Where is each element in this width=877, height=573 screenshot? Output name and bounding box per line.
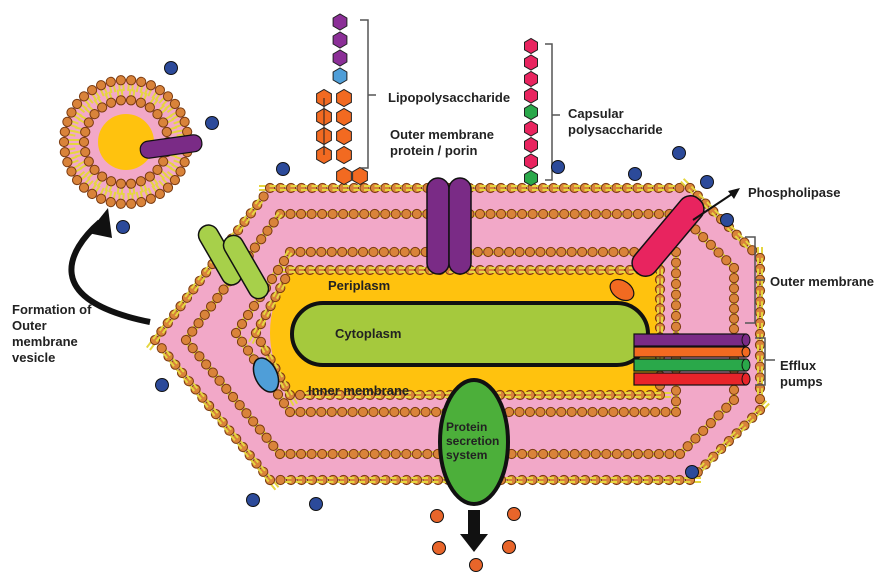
label-capsular-polysaccharide: Capsular polysaccharide bbox=[568, 106, 663, 138]
outer-membrane-vesicle bbox=[59, 75, 203, 209]
label-phospholipase: Phospholipase bbox=[748, 185, 840, 201]
vesicle-arrow-head bbox=[88, 208, 112, 238]
porin-protein bbox=[427, 178, 471, 274]
efflux-pumps bbox=[634, 334, 750, 385]
capsule-bracket bbox=[545, 44, 560, 180]
lipopolysaccharide-chain bbox=[317, 14, 368, 185]
label-cytoplasm: Cytoplasm bbox=[335, 326, 401, 342]
label-inner-membrane: Inner membrane bbox=[308, 383, 409, 399]
label-outer-membrane: Outer membrane bbox=[770, 274, 874, 290]
secretion-arrow-shaft bbox=[468, 510, 480, 536]
label-periplasm: Periplasm bbox=[328, 278, 390, 294]
label-efflux-pumps: Efflux pumps bbox=[780, 358, 823, 390]
label-outer-membrane-protein: Outer membrane protein / porin bbox=[390, 127, 494, 159]
lps-bracket bbox=[360, 20, 376, 168]
label-protein-secretion: Protein secretion system bbox=[446, 420, 499, 462]
label-lipopolysaccharide: Lipopolysaccharide bbox=[388, 90, 510, 106]
label-formation-vesicle: Formation of Outer membrane vesicle bbox=[12, 302, 91, 366]
secretion-arrow-head bbox=[460, 534, 488, 552]
capsular-polysaccharide-chain bbox=[525, 39, 538, 186]
